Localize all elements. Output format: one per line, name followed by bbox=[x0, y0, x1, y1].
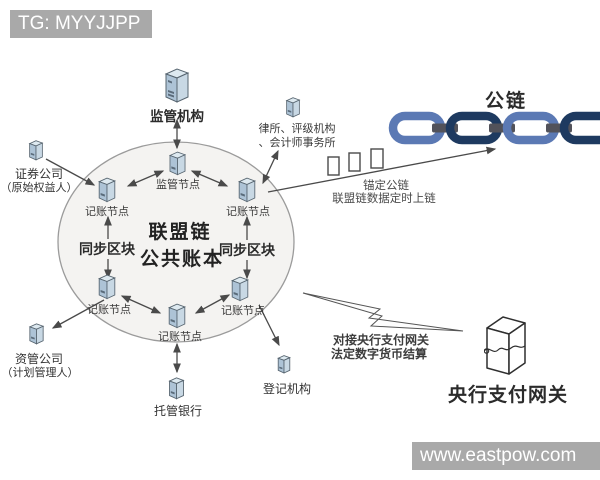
cluster-title-line1: 联盟链 bbox=[148, 222, 212, 243]
watermark-bottom-right: www.eastpow.com bbox=[412, 442, 600, 470]
chain-links-icon bbox=[388, 111, 600, 145]
data-block bbox=[348, 152, 361, 172]
arrow-lines bbox=[45, 118, 497, 374]
supervision-node-server-icon bbox=[167, 150, 188, 181]
arrow-node-lawfirms bbox=[262, 149, 279, 185]
data-block bbox=[327, 156, 340, 176]
acct-node-bottom-right-label: 记账节点 bbox=[221, 305, 265, 317]
acct-node-right-server-icon bbox=[236, 176, 258, 208]
anchor-annotation-line2: 联盟链数据定时上链 bbox=[332, 193, 436, 205]
lightning-bolt-icon bbox=[302, 292, 464, 332]
custodian-bank-server-icon bbox=[167, 376, 186, 405]
gateway-cable-loop bbox=[483, 348, 490, 354]
cluster-title-line2: 公共账本 bbox=[139, 249, 225, 270]
gateway-wave-line bbox=[483, 345, 526, 353]
asset-mgmt-server-icon bbox=[27, 322, 46, 350]
sync-blocks-right-label: 同步区块 bbox=[217, 240, 277, 260]
securities-server-icon bbox=[27, 139, 45, 166]
gateway-box-icon bbox=[483, 312, 528, 381]
asset-mgmt-label-line1: 资管公司 bbox=[14, 352, 64, 366]
acct-node-bottom-right-server-icon bbox=[229, 275, 251, 307]
acct-node-left-label: 记账节点 bbox=[85, 206, 129, 218]
acct-node-right-label: 记账节点 bbox=[226, 206, 270, 218]
asset-mgmt-label-line2: （计划管理人） bbox=[1, 367, 79, 379]
regulator-label: 监管机构 bbox=[150, 109, 204, 124]
anchor-annotation-line1: 锚定公链 bbox=[363, 180, 409, 192]
public-chain-label: 公链 bbox=[484, 91, 528, 112]
custodian-bank-label: 托管银行 bbox=[153, 404, 203, 418]
arrow-anchor-publicchain bbox=[267, 146, 497, 193]
data-block bbox=[370, 148, 384, 169]
arrow-node-registry bbox=[258, 304, 280, 347]
data-blocks-icon bbox=[327, 148, 384, 176]
acct-node-bottom-left-label: 记账节点 bbox=[87, 304, 131, 316]
law-firms-label-line2: 、会计师事务所 bbox=[258, 137, 336, 149]
securities-label-line2: （原始权益人） bbox=[0, 182, 78, 194]
arrow-bottomright-center bbox=[194, 294, 231, 314]
law-firms-server-icon bbox=[284, 96, 302, 123]
securities-label-line1: 证券公司 bbox=[14, 167, 64, 181]
acct-node-left-server-icon bbox=[96, 176, 118, 208]
settlement-annotation-line2: 法定数字货币结算 bbox=[330, 347, 428, 361]
acct-node-bottom-left-server-icon bbox=[96, 273, 118, 305]
law-firms-label: 律所、评级机构 、会计师事务所 bbox=[259, 122, 336, 150]
acct-node-bottom-center-label: 记账节点 bbox=[158, 331, 202, 343]
pboc-gateway-label: 央行支付网关 bbox=[447, 385, 569, 406]
settlement-annotation-line1: 对接央行支付网关 bbox=[332, 333, 430, 347]
arrow-bottomleft-center bbox=[120, 295, 162, 314]
watermark-top-left: TG: MYYJJPP bbox=[10, 10, 152, 38]
regulator-server-icon bbox=[161, 66, 193, 109]
supervision-node-label: 监管节点 bbox=[156, 179, 200, 191]
registry-server-icon bbox=[276, 354, 292, 379]
chain-link-dark bbox=[559, 111, 600, 145]
registry-label: 登记机构 bbox=[262, 382, 312, 396]
arrow-supervision-right bbox=[190, 170, 229, 187]
law-firms-label-line1: 律所、评级机构 bbox=[258, 123, 336, 135]
arrow-securities-node bbox=[45, 158, 96, 186]
acct-node-bottom-center-server-icon bbox=[166, 302, 188, 334]
arrow-supervision-left bbox=[126, 170, 165, 187]
arrow-node-assetmgmt bbox=[51, 299, 105, 329]
sync-blocks-left-label: 同步区块 bbox=[77, 239, 137, 259]
